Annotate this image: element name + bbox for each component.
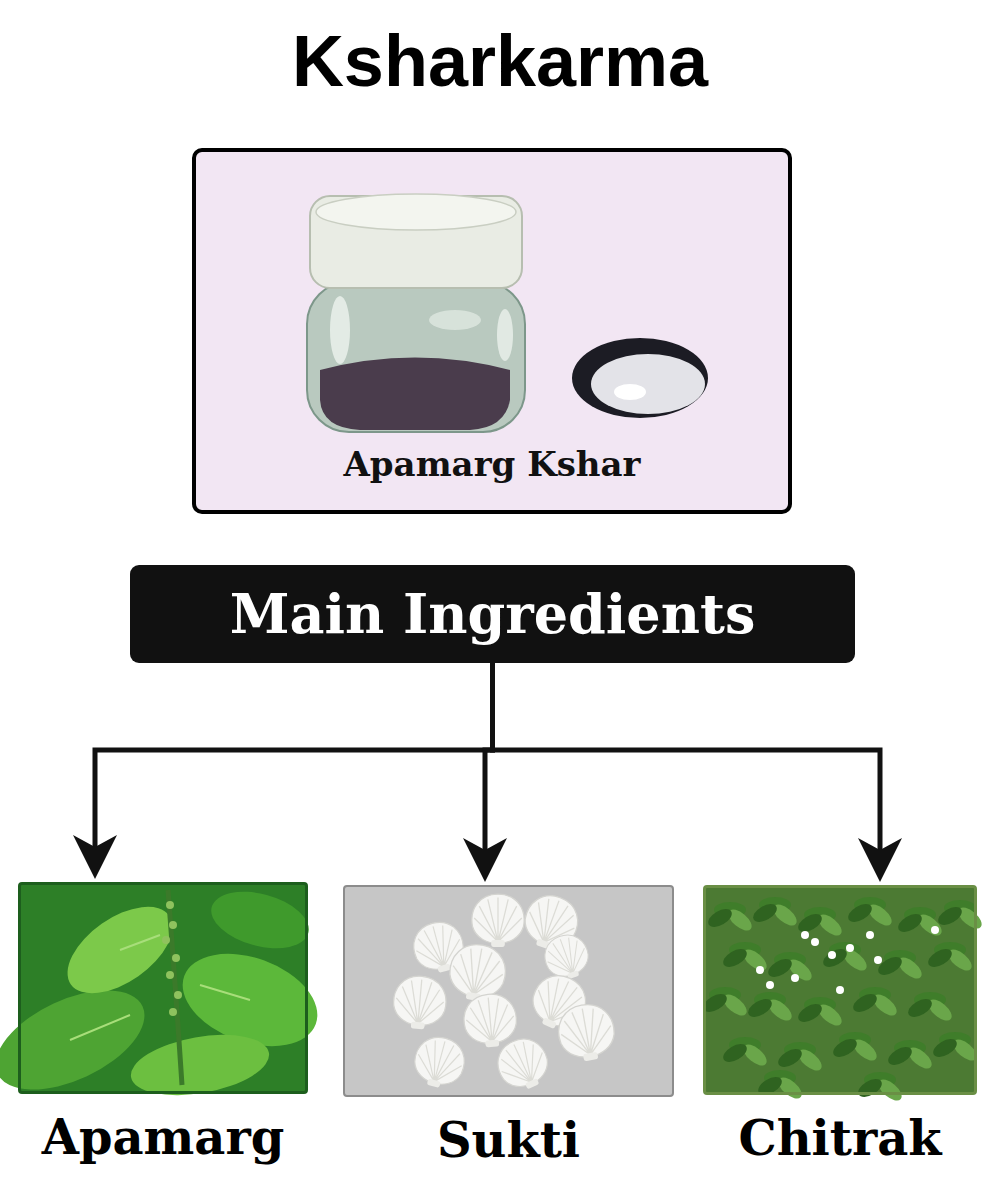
picture-frame	[703, 885, 977, 1095]
ingredient-label: Sukti	[343, 1113, 674, 1168]
arrowhead	[463, 838, 507, 882]
heading-text: Main Ingredients	[230, 583, 756, 645]
heading-bar: Main Ingredients	[130, 565, 855, 663]
picture-frame	[343, 885, 674, 1097]
ingredient-label: Chitrak	[703, 1111, 977, 1166]
tree-connector	[493, 663, 903, 882]
ingredient-box: Sukti	[343, 885, 674, 1168]
tree-connector	[73, 663, 493, 879]
ingredient-label: Apamarg	[18, 1110, 308, 1165]
arrowhead	[858, 838, 902, 882]
product-label: Apamarg Kshar	[343, 445, 640, 484]
product-box: Apamarg Kshar	[192, 148, 792, 514]
diagram-title: Ksharkarma	[0, 22, 1000, 101]
picture-frame	[18, 882, 308, 1094]
arrowhead	[73, 835, 117, 879]
tree-connector	[463, 663, 507, 882]
ingredient-box: Apamarg	[18, 882, 308, 1165]
ingredient-box: Chitrak	[703, 885, 977, 1166]
